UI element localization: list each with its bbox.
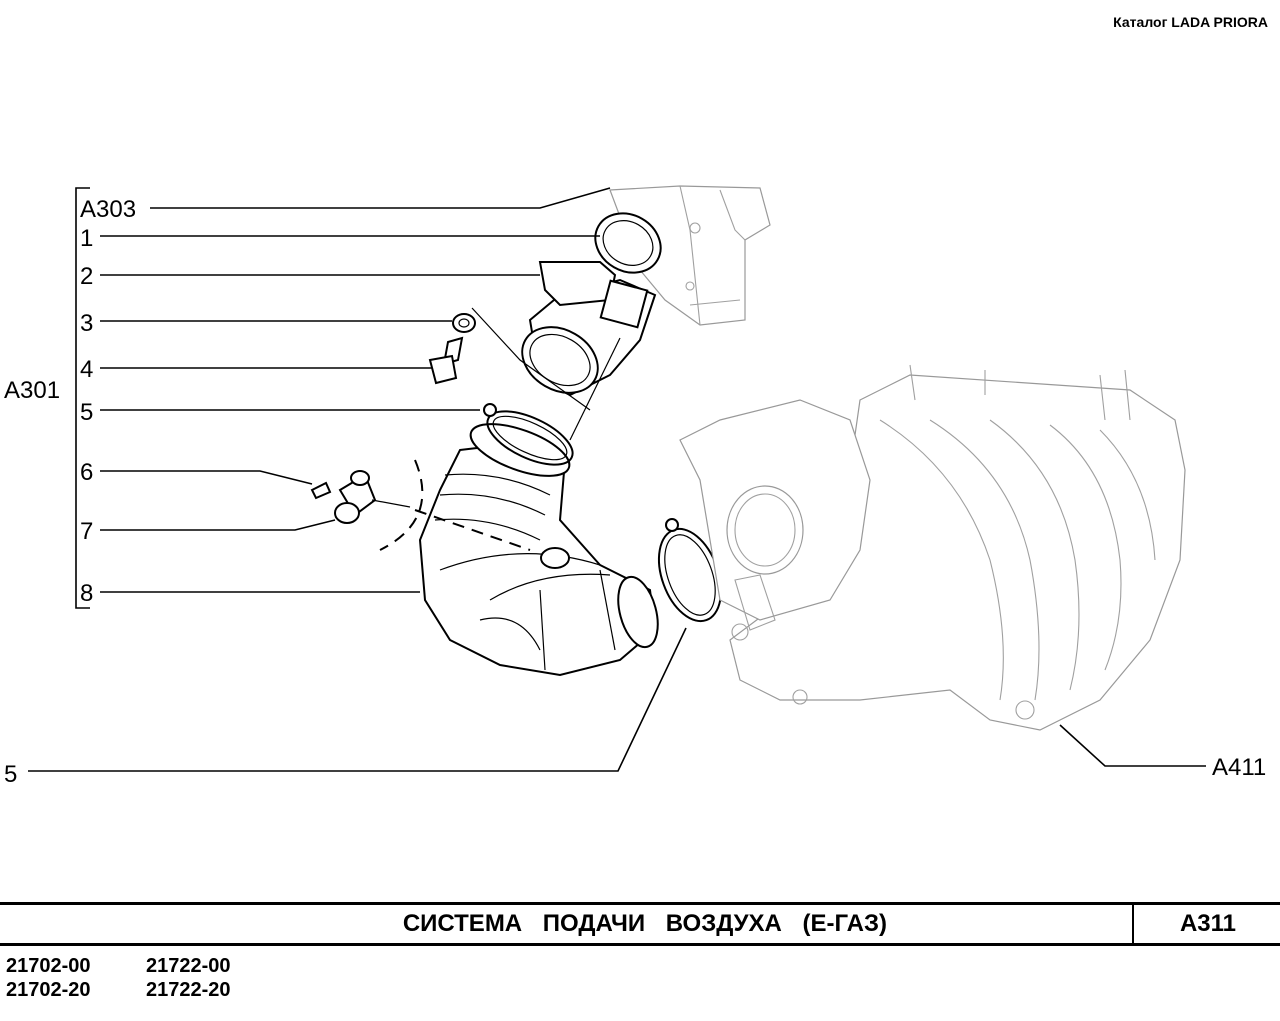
label-part-5-bottom: 5 bbox=[4, 761, 17, 788]
label-part-7: 7 bbox=[80, 518, 93, 545]
parts-diagram: А303 1 2 3 4 А301 5 6 7 8 5 А411 bbox=[4, 185, 1266, 788]
catalog-header: Каталог LADA PRIORA bbox=[1113, 14, 1268, 30]
label-a301: А301 bbox=[4, 377, 60, 404]
label-part-4: 4 bbox=[80, 356, 93, 383]
label-part-2: 2 bbox=[80, 263, 93, 290]
model-code: 21702-20 bbox=[6, 979, 91, 1001]
model-code: 21722-20 bbox=[146, 979, 231, 1001]
model-code: 21702-00 bbox=[6, 955, 91, 977]
bolt-part-4 bbox=[428, 336, 464, 385]
model-row: 21702-00 21722-00 bbox=[6, 954, 286, 978]
seal-ring-part-1 bbox=[594, 212, 662, 274]
label-part-3: 3 bbox=[80, 310, 93, 337]
label-part-1: 1 bbox=[80, 225, 93, 252]
page-title: СИСТЕМА ПОДАЧИ ВОЗДУХА (Е-ГАЗ) bbox=[402, 910, 887, 937]
leader-lines bbox=[28, 187, 1206, 772]
assembly-dashed-line-2 bbox=[414, 509, 531, 551]
air-flow-sensor-part-2 bbox=[521, 261, 657, 397]
clip-part-6 bbox=[310, 481, 332, 500]
illustration-code: А311 bbox=[1132, 905, 1280, 943]
air-filter-housing bbox=[609, 185, 771, 326]
model-codes: 21702-00 21722-00 21702-20 21722-20 bbox=[6, 954, 286, 1002]
intake-manifold-a411 bbox=[679, 364, 1186, 731]
model-row: 21702-20 21722-20 bbox=[6, 978, 286, 1002]
label-part-6: 6 bbox=[80, 459, 93, 486]
hose-clamp-top-part-5 bbox=[483, 403, 574, 466]
washer-part-3 bbox=[452, 313, 476, 333]
label-part-8: 8 bbox=[80, 580, 93, 607]
group-bracket-a301 bbox=[75, 187, 90, 609]
label-a303: А303 bbox=[80, 196, 136, 223]
intake-hose-part-8 bbox=[418, 423, 659, 677]
label-part-5-top: 5 bbox=[80, 399, 93, 426]
label-a411: А411 bbox=[1212, 754, 1266, 781]
hose-fitting-part-7 bbox=[334, 470, 411, 524]
footer-bar: СИСТЕМА ПОДАЧИ ВОЗДУХА (Е-ГАЗ) А311 bbox=[0, 902, 1280, 946]
model-code: 21722-00 bbox=[146, 955, 231, 977]
